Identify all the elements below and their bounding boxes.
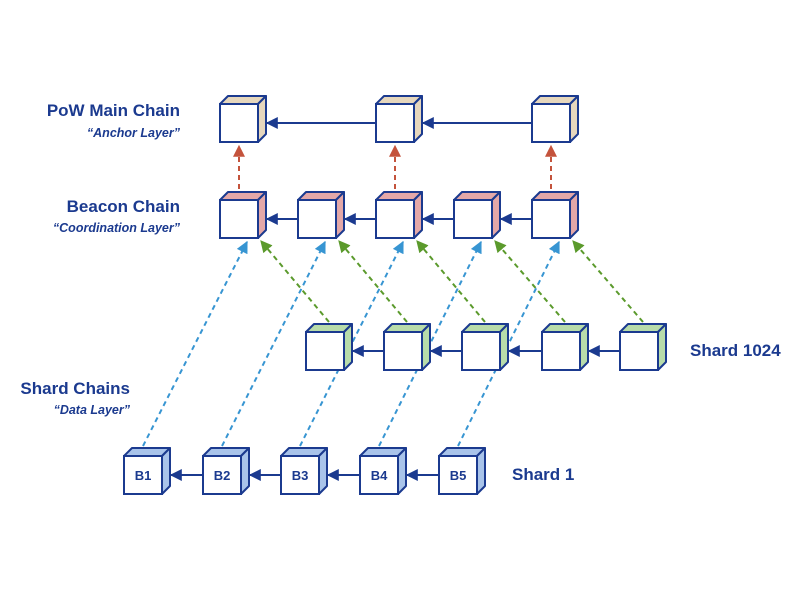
- shard-1024-block: [619, 323, 667, 371]
- beacon-block: [531, 191, 579, 239]
- beacon-block: [375, 191, 423, 239]
- beacon-chain-subtitle: “Coordination Layer”: [53, 221, 181, 235]
- shard-1-crosslink-arrow: [142, 240, 248, 447]
- shard-1024-crosslink-arrow: [338, 240, 408, 323]
- shard-1024-crosslink-arrow: [494, 240, 566, 323]
- pow-block: [531, 95, 579, 143]
- shard-1024-block: [305, 323, 353, 371]
- shard-1-crosslink-arrow: [221, 240, 326, 447]
- shard-1-block: B1: [123, 447, 171, 495]
- pow-chain-title: PoW Main Chain: [47, 101, 180, 120]
- pow-block: [375, 95, 423, 143]
- shard-chains-title: Shard Chains: [20, 379, 130, 398]
- pow-chain-subtitle: “Anchor Layer”: [87, 126, 181, 140]
- shard-1024-crosslink-arrow: [416, 240, 486, 323]
- beacon-block: [219, 191, 267, 239]
- shard-1024-block: [541, 323, 589, 371]
- shard-1-block: B2: [202, 447, 250, 495]
- shard-1-block-label: B2: [214, 468, 231, 483]
- shard-1-label: Shard 1: [512, 465, 574, 484]
- shard-1-block: B3: [280, 447, 328, 495]
- shard-1-block: B5: [438, 447, 486, 495]
- shard-1-block-label: B1: [135, 468, 152, 483]
- beacon-block: [297, 191, 345, 239]
- shard-1024-block: [461, 323, 509, 371]
- shard-1-crosslink-arrow: [299, 240, 404, 447]
- shard-1024-block: [383, 323, 431, 371]
- shard-1024-crosslink-arrow: [572, 240, 644, 323]
- shard-1-block: B4: [359, 447, 407, 495]
- beacon-chain-title: Beacon Chain: [67, 197, 180, 216]
- blocks-layer: B1 B2 B3 B4 B5: [123, 95, 667, 495]
- shard-1024-label: Shard 1024: [690, 341, 781, 360]
- shard-1024-crosslink-arrow: [260, 240, 330, 323]
- shard-1-block-label: B5: [450, 468, 467, 483]
- beacon-block: [453, 191, 501, 239]
- shard-1-block-label: B4: [371, 468, 388, 483]
- shard-1-crosslink-arrow: [378, 240, 482, 447]
- shard-1-crosslink-arrow: [457, 240, 560, 447]
- links-layer: [142, 117, 644, 481]
- shard-1-block-label: B3: [292, 468, 309, 483]
- shard-chains-subtitle: “Data Layer”: [54, 403, 131, 417]
- pow-block: [219, 95, 267, 143]
